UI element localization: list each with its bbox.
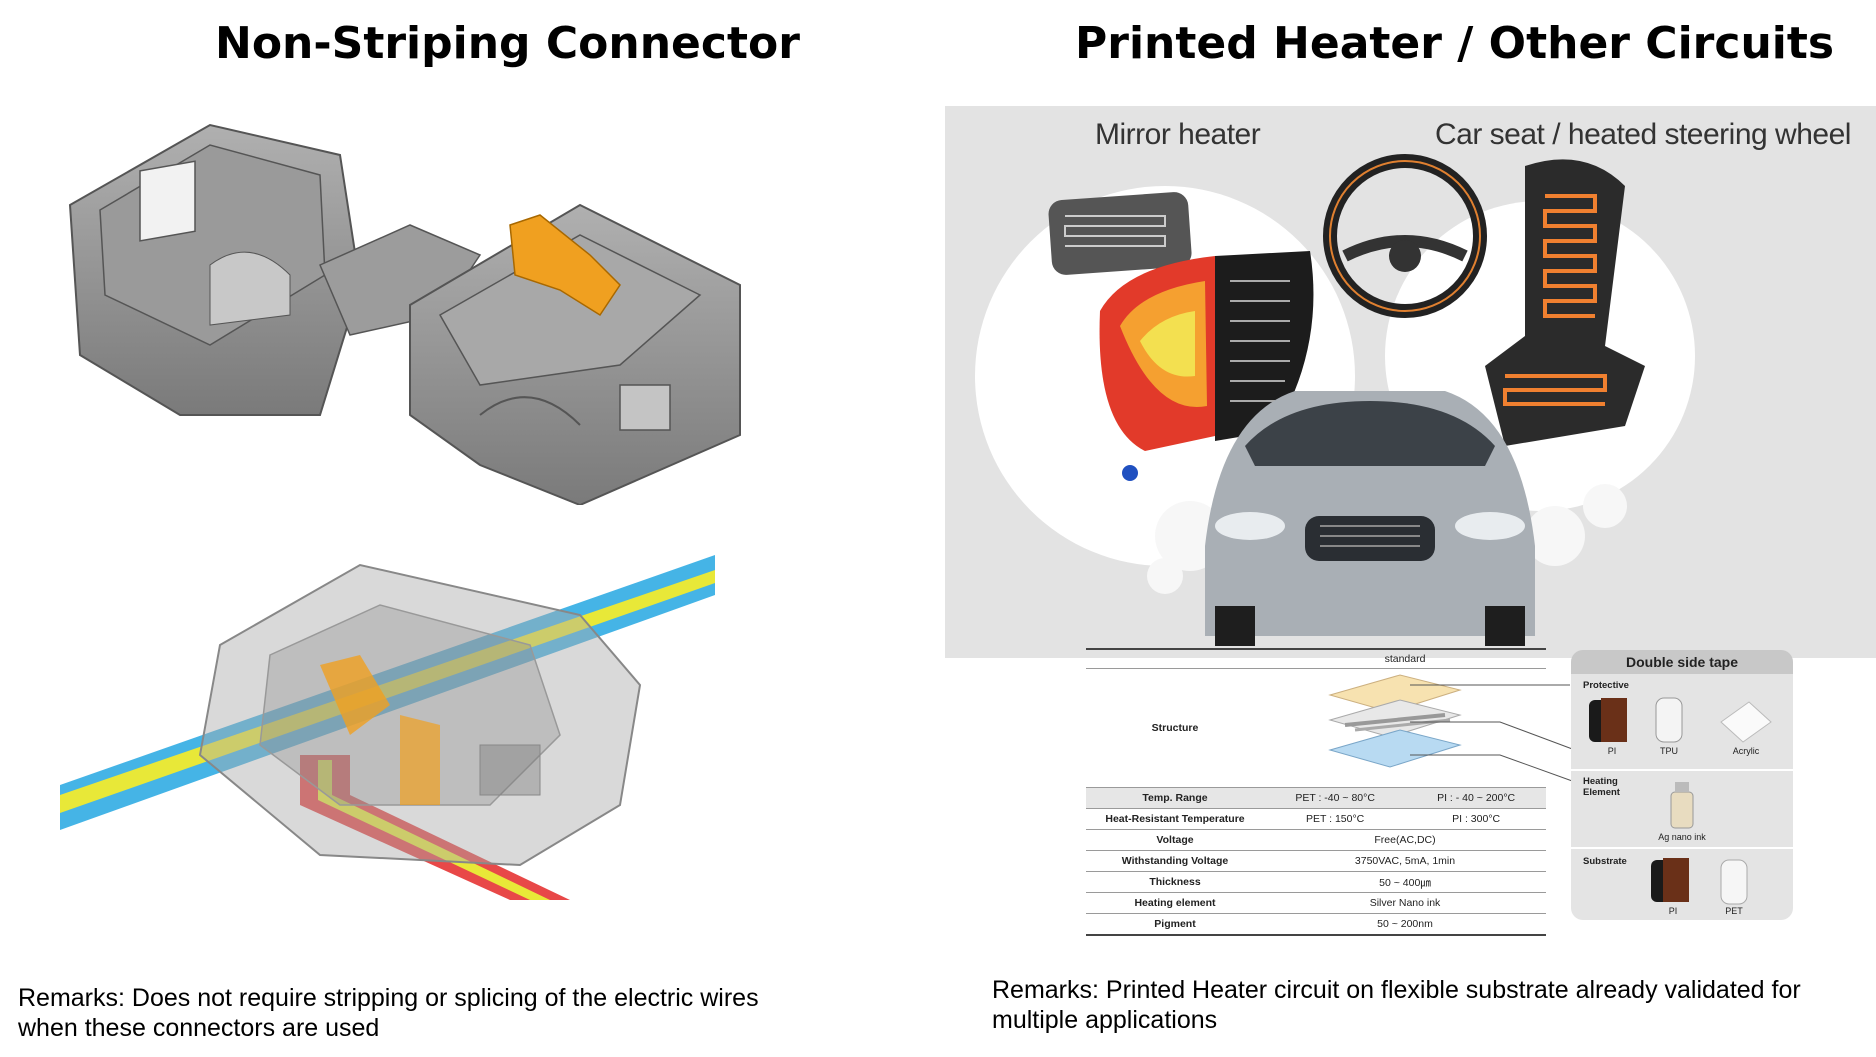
substrate-label: Substrate bbox=[1583, 856, 1627, 867]
cap-pi-substrate: PI bbox=[1668, 906, 1678, 916]
layer-structure-diagram bbox=[1328, 674, 1576, 783]
table-row: Thickness 50 ~ 400㎛ bbox=[1086, 871, 1546, 893]
table-row: Temp. Range PET : -40 ~ 80°C PI : - 40 ~… bbox=[1086, 787, 1546, 809]
heater-applications-panel: Mirror heater Car seat / heated steering… bbox=[945, 106, 1876, 658]
tape-panel-title: Double side tape bbox=[1571, 650, 1793, 674]
row-label: Temp. Range bbox=[1086, 787, 1264, 809]
structure-label: Structure bbox=[1086, 668, 1264, 788]
row-value: 50 ~ 200nm bbox=[1264, 913, 1546, 936]
protective-label: Protective bbox=[1583, 680, 1629, 691]
left-remark: Remarks: Does not require stripping or s… bbox=[18, 983, 838, 1043]
connector-wires-illustration bbox=[60, 555, 715, 900]
right-title: Printed Heater / Other Circuits bbox=[1075, 18, 1835, 69]
row-label: Thickness bbox=[1086, 871, 1264, 893]
spec-table: standard Structure Temp. Range PET : -40… bbox=[1086, 648, 1546, 936]
row-value: Silver Nano ink bbox=[1264, 892, 1546, 914]
row-value-pi: PI : - 40 ~ 200°C bbox=[1406, 787, 1546, 809]
row-value-pet: PET : -40 ~ 80°C bbox=[1264, 787, 1407, 809]
table-row: Withstanding Voltage 3750VAC, 5mA, 1min bbox=[1086, 850, 1546, 872]
row-value-pet: PET : 150°C bbox=[1264, 808, 1407, 830]
row-label: Voltage bbox=[1086, 829, 1264, 851]
cap-pi: PI bbox=[1607, 746, 1617, 756]
right-remark-line1: Remarks: Printed Heater circuit on flexi… bbox=[992, 976, 1801, 1004]
table-header-blank bbox=[1086, 648, 1264, 669]
table-row: Heat-Resistant Temperature PET : 150°C P… bbox=[1086, 808, 1546, 830]
cap-pet: PET bbox=[1725, 906, 1743, 916]
row-value-pi: PI : 300°C bbox=[1406, 808, 1546, 830]
cap-ag-nano-ink: Ag nano ink bbox=[1658, 832, 1706, 842]
table-header: standard bbox=[1264, 648, 1546, 669]
row-label: Heat-Resistant Temperature bbox=[1086, 808, 1264, 830]
row-value: 3750VAC, 5mA, 1min bbox=[1264, 850, 1546, 872]
cap-tpu: TPU bbox=[1660, 746, 1678, 756]
heating-element-label: Heating Element bbox=[1583, 776, 1620, 798]
mirror-heater-label: Mirror heater bbox=[1095, 118, 1261, 151]
double-side-tape-panel: Double side tape Protective PI TPU Acryl… bbox=[1571, 650, 1793, 920]
car-seat-label: Car seat / heated steering wheel bbox=[1435, 118, 1851, 151]
row-value: 50 ~ 400㎛ bbox=[1264, 871, 1546, 893]
left-title: Non-Striping Connector bbox=[215, 18, 800, 69]
connector-housing-illustration bbox=[68, 123, 741, 505]
row-label: Pigment bbox=[1086, 913, 1264, 936]
terminal-contact bbox=[509, 214, 621, 317]
heater-applications-illustration bbox=[975, 154, 1695, 646]
right-remark: Remarks: Printed Heater circuit on flexi… bbox=[992, 975, 1852, 1035]
cap-acrylic: Acrylic bbox=[1732, 746, 1760, 756]
row-label: Heating element bbox=[1086, 892, 1264, 914]
left-remark-line2: when these connectors are used bbox=[18, 1014, 380, 1042]
left-remark-line1: Remarks: Does not require stripping or s… bbox=[18, 984, 759, 1012]
table-row: Heating element Silver Nano ink bbox=[1086, 892, 1546, 914]
table-row: Pigment 50 ~ 200nm bbox=[1086, 913, 1546, 936]
row-value: Free(AC,DC) bbox=[1264, 829, 1546, 851]
table-row: Voltage Free(AC,DC) bbox=[1086, 829, 1546, 851]
row-label: Withstanding Voltage bbox=[1086, 850, 1264, 872]
tape-materials-illustration bbox=[1571, 697, 1793, 905]
right-remark-line2: multiple applications bbox=[992, 1006, 1218, 1034]
